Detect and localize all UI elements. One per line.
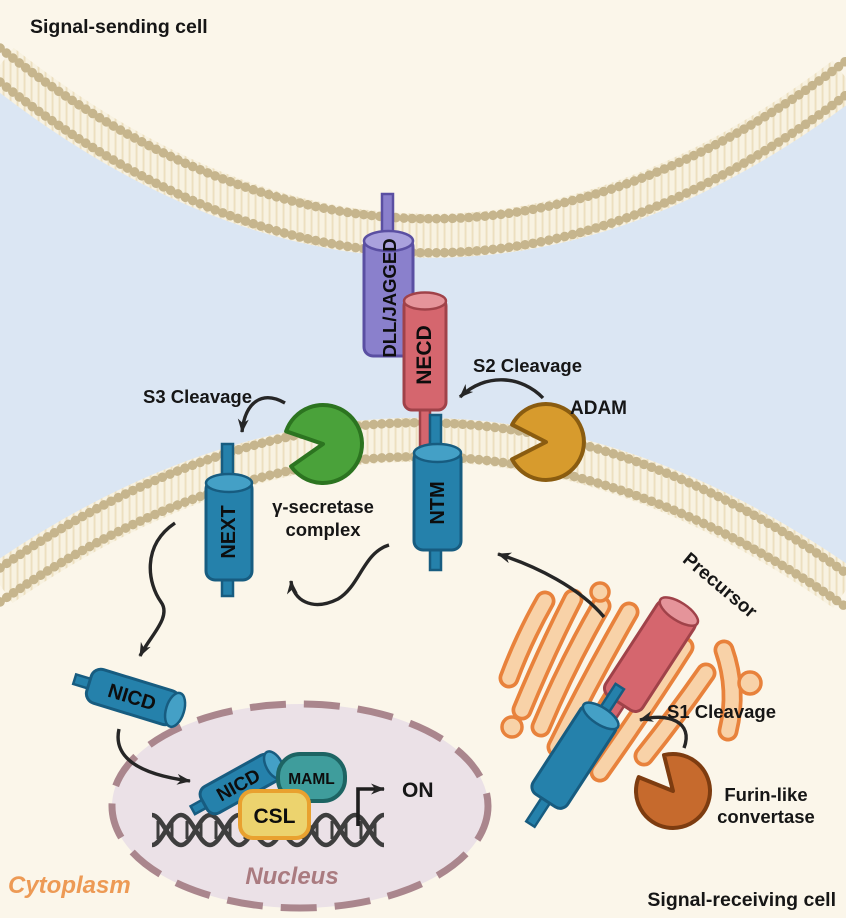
adam-enzyme: [510, 402, 586, 482]
necd-label: NECD: [413, 325, 436, 385]
membrane-beads-inner: [0, 77, 846, 258]
nucleus-label: Nucleus: [245, 863, 338, 890]
svg-text:complex: complex: [285, 519, 361, 540]
signal-receiving-cell-label: Signal-receiving cell: [647, 889, 836, 911]
dll-jagged-ligand: DLL/JAGGED: [362, 192, 415, 358]
precursor-to-membrane-arrow: [497, 552, 606, 619]
gamma-secretase-enzyme: [284, 403, 364, 485]
s2-cleavage-label: S2 Cleavage: [473, 355, 582, 376]
next-label: NEXT: [218, 505, 240, 558]
csl-label: CSL: [254, 805, 296, 828]
dll-jagged-label: DLL/JAGGED: [379, 238, 400, 357]
cylinder-cap: [402, 291, 448, 311]
svg-text:γ-secretase: γ-secretase: [272, 496, 374, 517]
transcription-arrow: [356, 783, 385, 826]
s1-cleavage-label: S1 Cleavage: [667, 701, 776, 722]
adam-label: ADAM: [570, 398, 627, 419]
cylinder-cap: [412, 442, 463, 464]
nicd-to-nucleus-arrow: [116, 728, 191, 785]
membrane-beads-outer: [0, 43, 846, 224]
nicd-nucleus-protein: NICD: [188, 750, 286, 816]
vesicle: [737, 670, 763, 696]
cylinder-cap: [204, 472, 254, 494]
cylinder-cap: [658, 596, 700, 627]
next-protein: NEXT: [204, 442, 254, 598]
cylinder-cap: [581, 701, 620, 731]
csl-protein: CSL: [238, 789, 311, 840]
process-arrows: [116, 378, 688, 785]
s3-cleavage-arrow: [237, 396, 286, 433]
vesicle: [500, 715, 524, 739]
transcription-on-label: ON: [402, 779, 434, 802]
cylinder-cap: [362, 229, 415, 253]
vesicle: [589, 581, 611, 603]
gamma-secretase-label: γ-secretase complex: [272, 496, 374, 540]
furin-convertase-enzyme: [634, 752, 712, 830]
ntm-recycling-arrow: [286, 543, 390, 607]
golgi-vesicles: [500, 581, 763, 739]
furin-convertase-label: Furin-like convertase: [717, 784, 815, 827]
nicd-cytoplasm-protein: NICD: [71, 667, 187, 729]
maml-label: MAML: [288, 771, 335, 788]
sending-cell-membrane: [0, 43, 846, 258]
signal-sending-cell-label: Signal-sending cell: [30, 16, 208, 38]
s2-cleavage-arrow: [458, 378, 545, 400]
next-to-nicd-arrow: [138, 521, 176, 657]
cytoplasm-label: Cytoplasm: [8, 872, 131, 899]
svg-text:convertase: convertase: [717, 806, 815, 827]
svg-text:Furin-like: Furin-like: [724, 784, 807, 805]
ntm-protein: NTM: [412, 413, 463, 572]
cylinder-cap: [163, 691, 187, 729]
ntm-label: NTM: [427, 481, 449, 524]
precursor-necd-segment: [598, 596, 700, 730]
s3-cleavage-label: S3 Cleavage: [143, 386, 252, 407]
s1-cleavage-arrow: [639, 711, 688, 749]
precursor-ntm-segment: [524, 682, 626, 829]
